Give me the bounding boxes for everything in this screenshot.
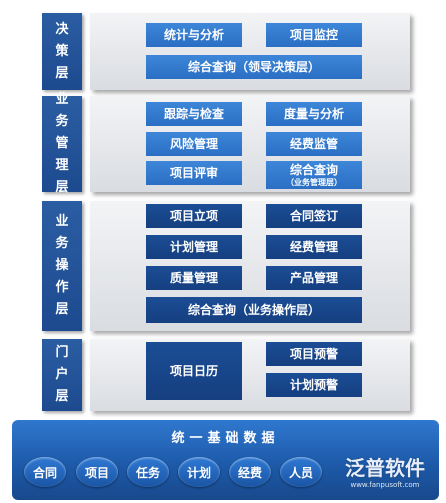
- project-calendar-box: 项目日历: [146, 342, 242, 400]
- contract-signing-box: 合同签订: [266, 204, 362, 228]
- risk-management-box: 风险管理: [146, 132, 242, 156]
- project-setup-box: 项目立项: [146, 204, 242, 228]
- expense-supervision-box: 经费监管: [266, 132, 362, 156]
- layer-portal-text: 门户层: [55, 345, 69, 404]
- layer-operation-text: 业务操作层: [55, 214, 69, 317]
- portal-panel: [90, 339, 410, 411]
- product-management-box: 产品管理: [266, 266, 362, 290]
- funds-management-box: 经费管理: [266, 235, 362, 259]
- pill-project: 项目: [76, 457, 118, 487]
- layer-label-portal: 门户层: [42, 339, 82, 411]
- project-alert-box: 项目预警: [266, 342, 362, 366]
- leadership-query-box: 综合查询（领导决策层）: [146, 55, 362, 79]
- project-monitor-box: 项目监控: [266, 23, 362, 47]
- pill-plan: 计划: [178, 457, 220, 487]
- layer-management-text: 业务管理层: [55, 92, 69, 195]
- layer-label-operation: 业务操作层: [42, 201, 82, 331]
- layer-label-decision: 决策层: [42, 13, 82, 90]
- pill-task: 任务: [127, 457, 169, 487]
- plan-alert-box: 计划预警: [266, 373, 362, 397]
- project-review-box: 项目评审: [146, 161, 242, 185]
- plan-management-box: 计划管理: [146, 235, 242, 259]
- pill-contract: 合同: [24, 457, 66, 487]
- management-panel: [90, 96, 410, 192]
- watermark-logo: 泛普软件 www.fanpusoft.com: [345, 456, 425, 489]
- management-query-box: 综合查询 （业务管理层）: [266, 161, 362, 189]
- layer-label-management: 业务管理层: [42, 92, 82, 195]
- layer-decision-text: 决策层: [55, 21, 69, 81]
- stats-analysis-box: 统计与分析: [146, 23, 242, 47]
- base-data-title: 统一基础数据: [171, 431, 280, 446]
- operation-query-box: 综合查询（业务操作层）: [146, 297, 362, 323]
- track-check-box: 跟踪与检查: [146, 102, 242, 126]
- pill-personnel: 人员: [280, 457, 322, 487]
- measure-analysis-box: 度量与分析: [266, 102, 362, 126]
- pill-funds: 经费: [229, 457, 271, 487]
- quality-management-box: 质量管理: [146, 266, 242, 290]
